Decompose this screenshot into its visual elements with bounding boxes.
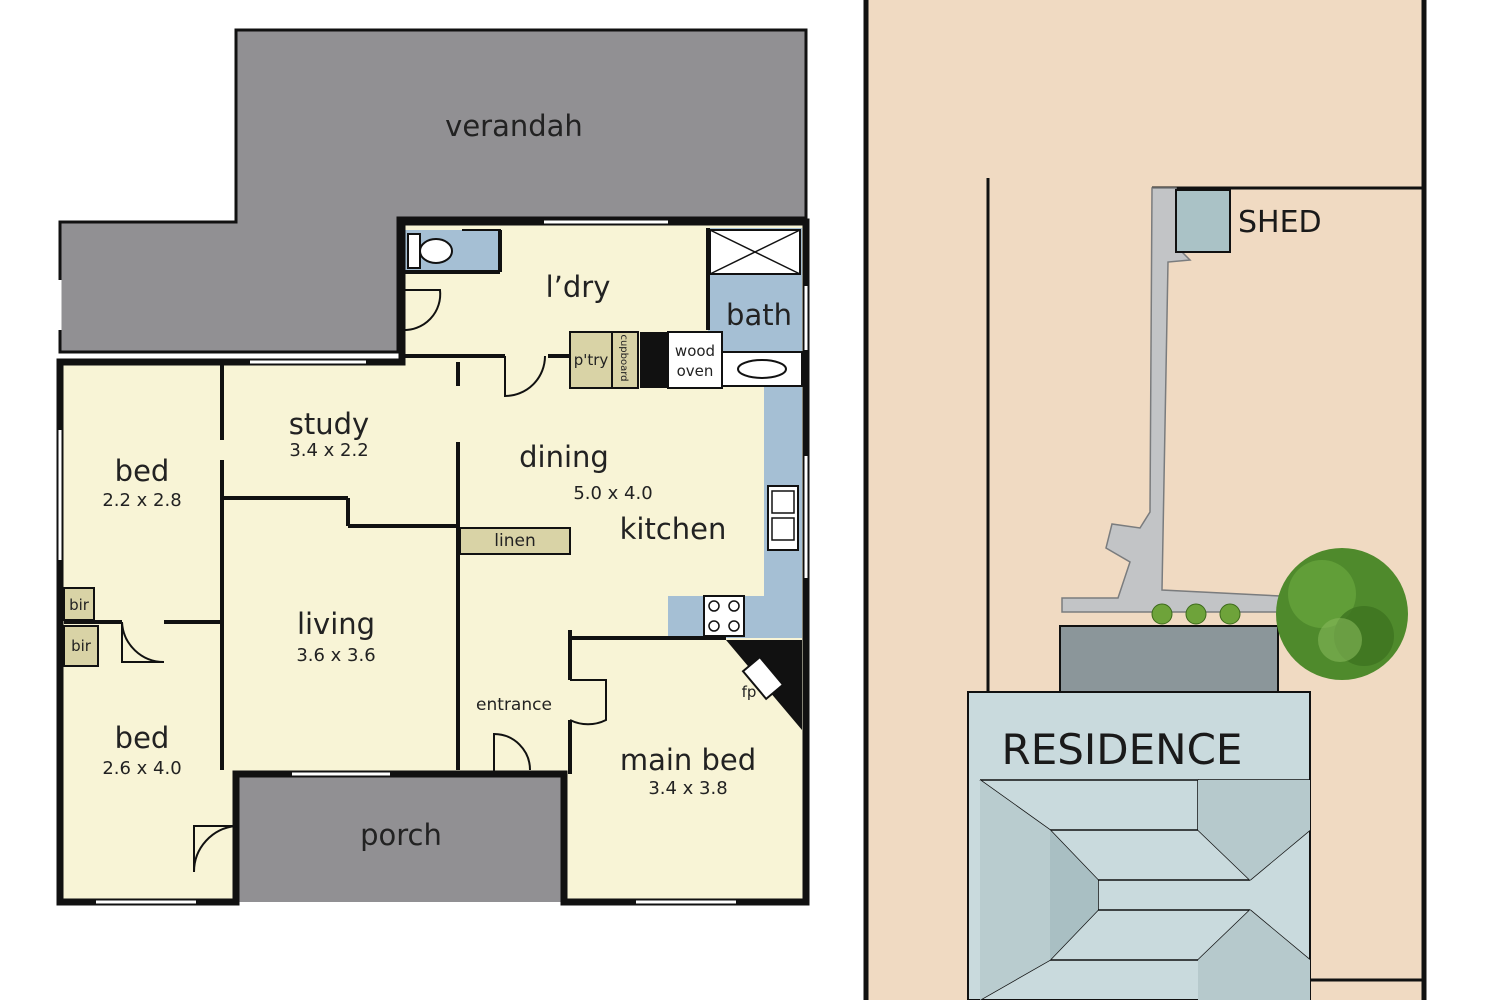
linen-label: linen — [494, 531, 535, 551]
living-size: 3.6 x 3.6 — [296, 645, 375, 666]
pantry-box — [569, 331, 613, 389]
wood-oven-label-2: oven — [677, 362, 714, 380]
fence-lines — [986, 178, 1424, 982]
toilet-icon — [407, 233, 453, 269]
verandah-area — [58, 28, 808, 354]
bir-label-2: bir — [71, 637, 92, 655]
fireplace-label: fp — [742, 683, 757, 701]
verandah-label: verandah — [445, 109, 583, 143]
porch-label: porch — [360, 818, 442, 852]
roof-shade-1 — [1050, 830, 1098, 960]
bir-box-1 — [63, 587, 95, 621]
shed-label: SHED — [1238, 205, 1322, 240]
roof-shade-4 — [980, 780, 1050, 1000]
interior-walls — [64, 228, 726, 902]
study-label: study — [289, 407, 369, 441]
doors — [121, 229, 607, 873]
roof-shade-3 — [1198, 910, 1310, 1000]
windows — [58, 220, 808, 904]
bir-label-1: bir — [69, 596, 90, 614]
site-plan: SHED — [863, 0, 1427, 1000]
entrance-label: entrance — [476, 695, 552, 715]
porch-area — [236, 774, 564, 902]
laundry-label: l’dry — [546, 270, 611, 304]
rear-verandah-roof — [1059, 625, 1279, 703]
fireplace-hearth — [741, 655, 785, 701]
bed1-size: 2.2 x 2.8 — [102, 490, 181, 511]
wood-oven-box — [667, 331, 723, 389]
roof-shade-2 — [1198, 780, 1310, 880]
cupboard-box — [611, 331, 639, 389]
dining-size: 5.0 x 4.0 — [573, 483, 652, 504]
sink-icon — [767, 485, 799, 551]
wood-oven-flue — [640, 332, 668, 388]
shrubs — [1151, 603, 1241, 625]
concrete-path — [1061, 187, 1281, 613]
floor-plan: verandah l’dry bath p'try cupboard wood … — [56, 28, 810, 906]
bed2-size: 2.6 x 4.0 — [102, 758, 181, 779]
shed — [1175, 189, 1231, 253]
pantry-label: p'try — [574, 351, 609, 369]
wood-oven-label-1: wood — [675, 342, 715, 360]
main-bed-size: 3.4 x 3.8 — [648, 778, 727, 799]
residence-label: RESIDENCE — [1002, 725, 1243, 774]
bath-label: bath — [726, 298, 792, 332]
kitchen-label: kitchen — [620, 512, 727, 546]
study-size: 3.4 x 2.2 — [289, 440, 368, 461]
shower-icon — [709, 229, 801, 275]
dining-label: dining — [519, 440, 609, 474]
bed1-label: bed — [115, 454, 170, 488]
bir-box-2 — [63, 625, 99, 667]
tree-icon — [1276, 548, 1408, 680]
house-interior — [60, 222, 806, 902]
bed2-label: bed — [115, 721, 170, 755]
main-bed-label: main bed — [620, 743, 756, 777]
living-label: living — [297, 607, 375, 641]
basin-icon — [721, 351, 803, 387]
cupboard-label: cupboard — [618, 334, 629, 381]
cooktop-icon — [703, 595, 745, 637]
linen-box — [459, 527, 571, 555]
